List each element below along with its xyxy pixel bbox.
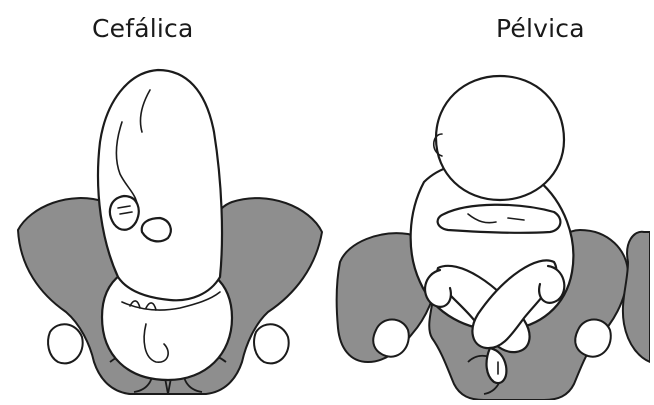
cephalic-illustration (10, 62, 326, 400)
label-cephalic: Cefálica (92, 14, 194, 43)
breech-svg (328, 62, 650, 400)
label-breech: Pélvica (496, 14, 585, 43)
cephalic-svg (10, 62, 326, 400)
breech-illustration (328, 62, 650, 400)
fetus-cephalic (98, 70, 232, 380)
